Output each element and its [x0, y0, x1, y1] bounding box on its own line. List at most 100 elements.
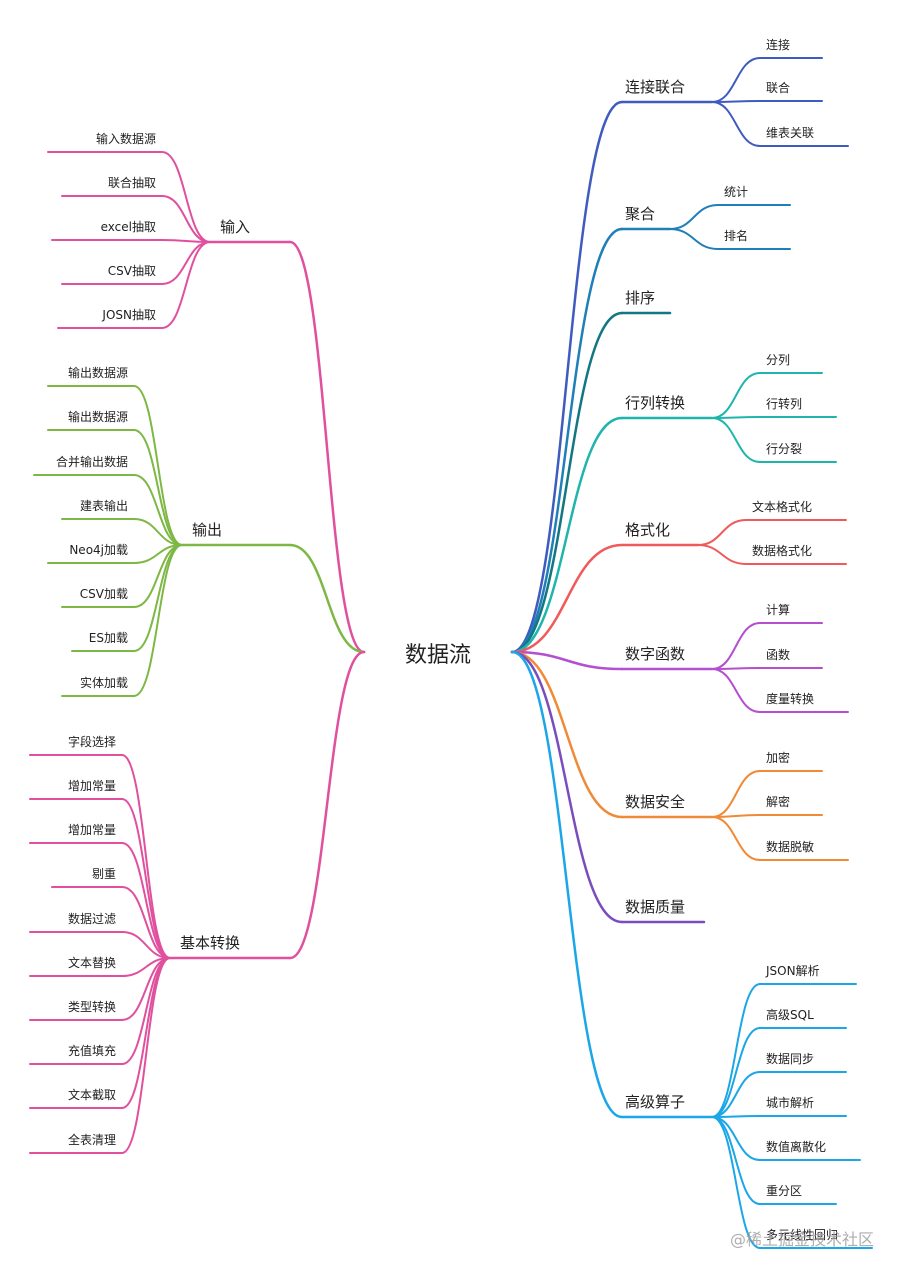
leaf-connector — [121, 842, 171, 959]
leaf-connector — [133, 429, 183, 546]
leaf-label: 联合抽取 — [108, 175, 156, 190]
leaf-label: 统计 — [724, 185, 748, 199]
leaf-connector — [669, 204, 719, 230]
branch-connector — [510, 650, 624, 924]
leaf-label: 文本截取 — [68, 1087, 116, 1102]
leaf-label: 数值离散化 — [766, 1139, 826, 1154]
leaf-connector — [121, 931, 171, 959]
branch-connector — [288, 650, 366, 960]
leaf-label: 字段选择 — [68, 734, 116, 749]
leaf-connector — [711, 668, 761, 713]
branch-connector — [510, 311, 624, 654]
branch-connector — [288, 240, 366, 654]
leaf-connector — [711, 100, 761, 103]
leaf-connector — [711, 1115, 761, 1118]
leaf-connector — [121, 754, 171, 959]
branch-label: 数据质量 — [625, 898, 685, 916]
leaf-connector — [711, 1071, 761, 1118]
leaf-label: Neo4j加载 — [69, 543, 128, 557]
leaf-connector — [711, 417, 761, 463]
leaf-connector — [711, 622, 761, 670]
branch-connector — [510, 650, 624, 819]
leaf-connector — [161, 241, 211, 285]
leaf-connector — [121, 957, 171, 1154]
leaf-connector — [161, 151, 211, 243]
leaf-label: ES加载 — [89, 631, 128, 645]
branch-label: 聚合 — [625, 205, 655, 223]
leaf-label: 输出数据源 — [68, 409, 128, 424]
leaf-label: 类型转换 — [68, 999, 116, 1014]
leaf-label: 联合 — [766, 80, 790, 95]
leaf-label: 文本替换 — [68, 955, 116, 970]
leaf-connector — [121, 798, 171, 959]
branch-connector — [288, 543, 366, 654]
leaf-label: 度量转换 — [766, 691, 814, 706]
leaf-connector — [161, 241, 211, 329]
branch-label: 高级算子 — [625, 1093, 685, 1111]
branch-connector — [510, 227, 624, 654]
leaf-connector — [669, 228, 719, 250]
branch-connector — [510, 650, 624, 671]
leaf-connector — [711, 816, 761, 861]
branch-label: 输出 — [192, 521, 222, 539]
leaf-label: 分列 — [766, 353, 790, 367]
leaf-label: 文本格式化 — [752, 499, 812, 514]
watermark: @稀土掘金技术社区 — [729, 1230, 874, 1249]
leaf-label: 行转列 — [766, 396, 802, 411]
leaf-connector — [711, 983, 761, 1118]
leaf-label: CSV加载 — [80, 587, 128, 601]
leaf-connector — [121, 886, 171, 959]
leaf-label: 计算 — [766, 602, 790, 617]
leaf-connector — [711, 416, 761, 419]
leaf-connector — [711, 770, 761, 818]
branch-label: 格式化 — [625, 521, 670, 539]
leaf-connector — [711, 1116, 761, 1205]
leaf-label: excel抽取 — [101, 220, 156, 234]
leaf-label: 解密 — [766, 794, 790, 809]
branch-label: 连接联合 — [625, 78, 685, 96]
leaf-label: 维表关联 — [766, 126, 814, 140]
leaf-connector — [711, 57, 761, 103]
leaf-connector — [711, 1116, 761, 1249]
branch-label: 数据安全 — [625, 793, 685, 811]
leaf-label: 充值填充 — [68, 1043, 116, 1058]
leaf-connector — [121, 957, 171, 1109]
branch-connector — [510, 416, 624, 654]
mind-map-connectors — [29, 57, 873, 1249]
leaf-connector — [133, 474, 183, 546]
leaf-connector — [697, 544, 747, 565]
leaf-connector — [161, 195, 211, 243]
leaf-connector — [697, 519, 747, 546]
branch-label: 排序 — [625, 289, 655, 307]
leaf-connector — [711, 1027, 761, 1118]
leaf-connector — [711, 372, 761, 419]
leaf-label: CSV抽取 — [108, 264, 156, 278]
leaf-label: 数据同步 — [766, 1051, 814, 1066]
leaf-label: 连接 — [766, 37, 790, 52]
leaf-connector — [711, 101, 761, 147]
leaf-connector — [133, 385, 183, 546]
branch-label: 基本转换 — [180, 934, 240, 952]
leaf-connector — [133, 544, 183, 652]
leaf-label: 输入数据源 — [96, 131, 156, 146]
leaf-label: 增加常量 — [68, 823, 116, 837]
leaf-connector — [711, 667, 761, 670]
leaf-label: 输出数据源 — [68, 365, 128, 380]
leaf-connector — [133, 544, 183, 697]
leaf-label: 函数 — [766, 647, 790, 662]
leaf-label: 增加常量 — [68, 779, 116, 793]
branch-connector — [510, 543, 624, 654]
leaf-label: JSON解析 — [765, 964, 820, 978]
leaf-label: 行分裂 — [766, 442, 802, 456]
leaf-label: 合并输出数据 — [56, 454, 128, 469]
leaf-label: 高级SQL — [766, 1007, 814, 1022]
leaf-label: 剔重 — [92, 867, 116, 881]
root-node-label: 数据流 — [405, 643, 471, 668]
leaf-label: 数据脱敏 — [766, 839, 814, 854]
leaf-label: 城市解析 — [766, 1095, 814, 1110]
branch-label: 数字函数 — [625, 645, 685, 663]
leaf-label: 实体加载 — [80, 675, 128, 690]
branch-connector — [510, 650, 624, 1119]
leaf-label: 数据过滤 — [68, 911, 116, 926]
